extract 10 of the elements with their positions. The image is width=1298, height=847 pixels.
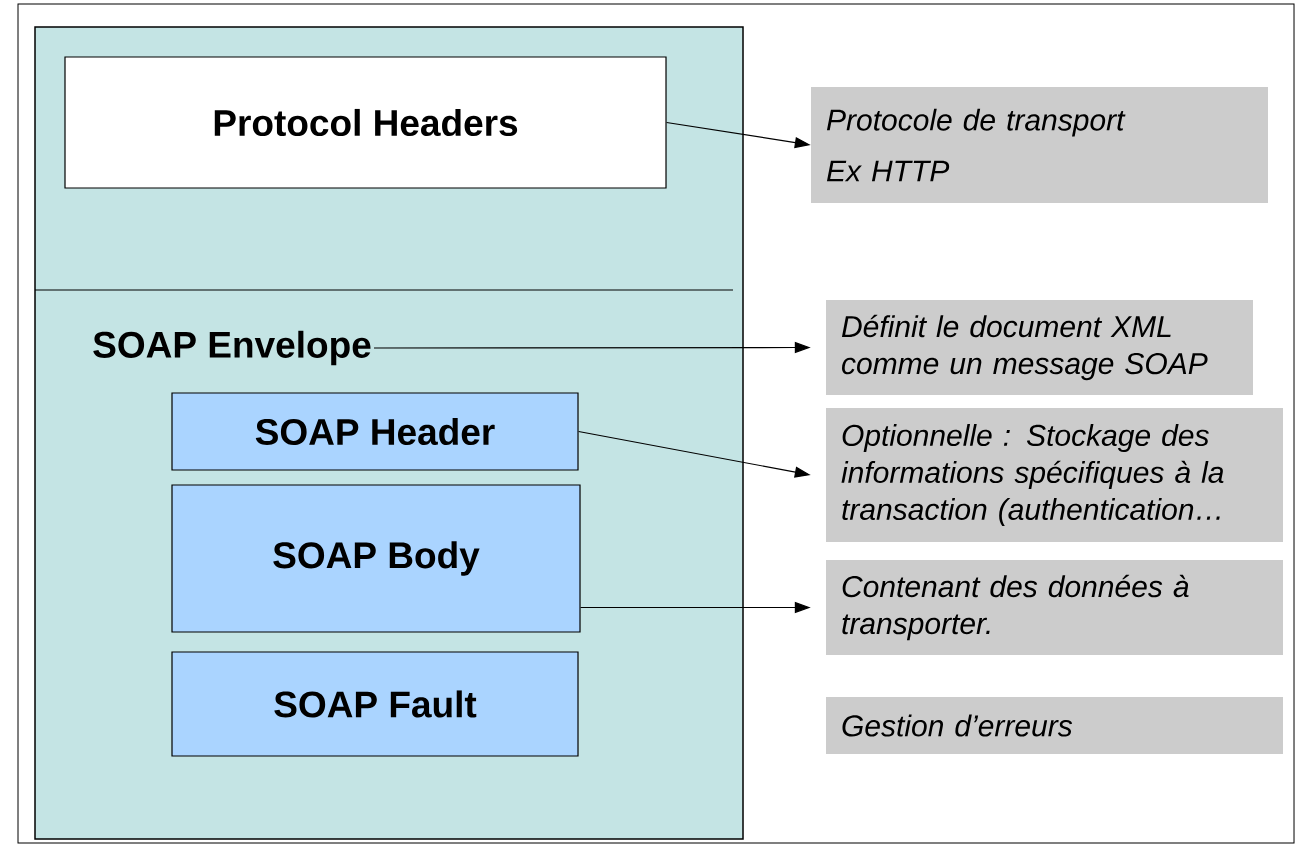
- note-box: Définit le document XML comme un message SOAP: [826, 300, 1253, 395]
- element-box: SOAP Body: [171, 484, 581, 633]
- note-box: Contenant des données à transporter.: [826, 560, 1283, 655]
- note-box: Gestion d’erreurs: [826, 697, 1283, 754]
- element-box: SOAP Header: [171, 392, 579, 471]
- header-box: Protocol Headers: [64, 56, 667, 189]
- note-box: Protocole de transport Ex HTTP: [811, 87, 1268, 203]
- element-box: SOAP Fault: [171, 651, 579, 757]
- section-label: SOAP Envelope: [93, 330, 371, 366]
- note-box: Optionnelle : Stockage des informations spécifiques à la transaction (authentication…: [826, 408, 1283, 542]
